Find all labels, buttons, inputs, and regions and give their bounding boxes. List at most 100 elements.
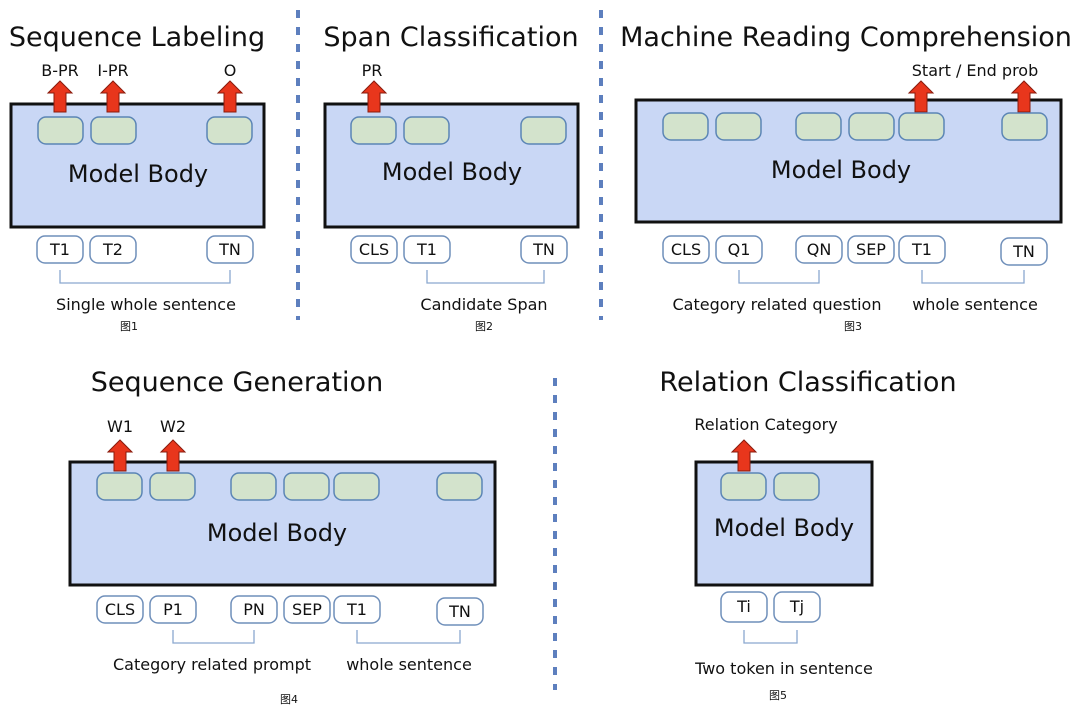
hidden-state-slot — [350, 116, 397, 145]
output-label: W1 — [107, 417, 133, 436]
panel-relation-classification: Relation Classification Relation Categor… — [659, 367, 956, 702]
input-token-label: CLS — [359, 240, 389, 259]
model-body-label: Model Body — [382, 158, 522, 186]
up-arrow-icon — [360, 80, 388, 113]
input-token-label: T2 — [102, 240, 123, 259]
hidden-state-slot — [206, 116, 253, 145]
up-arrow-icon — [46, 80, 74, 113]
panel-title: Sequence Generation — [91, 367, 383, 398]
sentence-bracket — [921, 270, 1025, 284]
panel-title: Machine Reading Comprehension — [620, 22, 1072, 53]
prompt-bracket — [172, 630, 255, 644]
hidden-state-slot — [230, 472, 277, 501]
panel-title: Span Classification — [323, 22, 578, 53]
hidden-state-slot — [720, 472, 767, 501]
hidden-state-slot — [662, 112, 709, 141]
input-token — [715, 235, 763, 264]
hidden-state-slot — [773, 472, 820, 501]
input-token — [795, 235, 843, 264]
input-token-label: TN — [448, 602, 471, 621]
token-pair-bracket — [743, 630, 798, 644]
figure-caption: 图3 — [844, 320, 862, 333]
input-token-label: Ti — [736, 597, 751, 616]
model-body-label: Model Body — [771, 156, 911, 184]
up-arrow-icon — [1010, 80, 1038, 113]
output-label: O — [224, 61, 237, 80]
input-token — [333, 595, 381, 624]
hidden-state-slot — [898, 112, 945, 141]
input-token-label: Q1 — [728, 240, 751, 259]
input-token — [283, 595, 331, 624]
input-token-label: CLS — [105, 600, 135, 619]
input-token — [230, 595, 278, 624]
input-token-label: CLS — [671, 240, 701, 259]
panel-title: Sequence Labeling — [9, 22, 265, 53]
input-token-label: SEP — [856, 240, 886, 259]
input-caption: Single whole sentence — [56, 295, 236, 314]
input-token — [403, 235, 451, 264]
input-token — [662, 235, 710, 264]
panel-sequence-labeling: Sequence Labeling B-PR I-PR O Model Body… — [9, 22, 266, 333]
sentence-caption: whole sentence — [346, 655, 472, 674]
hidden-state-slot — [795, 112, 842, 141]
hidden-state-slot — [403, 116, 450, 145]
input-token-label: Tj — [789, 597, 804, 616]
input-caption: Candidate Span — [420, 295, 547, 314]
figure-caption: 图4 — [280, 693, 298, 706]
output-label: I-PR — [97, 61, 128, 80]
input-token — [1000, 237, 1048, 266]
input-token — [847, 235, 895, 264]
input-token-label: QN — [807, 240, 832, 259]
up-arrow-icon — [159, 439, 187, 472]
input-token-label: SEP — [292, 600, 322, 619]
span-bracket — [59, 270, 231, 284]
question-bracket — [738, 270, 820, 284]
panel-sequence-generation: Sequence Generation W1 W2 Model Body CLS… — [68, 367, 497, 706]
input-token — [350, 235, 398, 264]
input-token — [773, 591, 821, 623]
input-token-label: TN — [218, 240, 241, 259]
input-token — [36, 235, 84, 264]
input-token-label: P1 — [163, 600, 183, 619]
figure-caption: 图1 — [120, 320, 138, 333]
input-token — [720, 591, 768, 623]
output-label: Start / End prob — [912, 61, 1038, 80]
output-label: W2 — [160, 417, 186, 436]
model-body-label: Model Body — [714, 514, 854, 542]
hidden-state-slot — [90, 116, 137, 145]
input-token-label: T1 — [49, 240, 70, 259]
hidden-state-slot — [96, 472, 143, 501]
question-caption: Category related question — [673, 295, 882, 314]
input-token-label: T1 — [416, 240, 437, 259]
model-body-label: Model Body — [68, 160, 208, 188]
figure-caption: 图5 — [769, 689, 787, 702]
input-token — [520, 235, 568, 264]
up-arrow-icon — [907, 80, 935, 113]
output-label: Relation Category — [694, 415, 837, 434]
up-arrow-icon — [216, 80, 244, 113]
hidden-state-slot — [715, 112, 762, 141]
up-arrow-icon — [106, 439, 134, 472]
output-label: B-PR — [41, 61, 79, 80]
input-token — [436, 597, 484, 626]
input-token-label: PN — [243, 600, 265, 619]
span-bracket — [426, 270, 545, 284]
input-token-label: TN — [1012, 242, 1035, 261]
panel-title: Relation Classification — [659, 367, 956, 398]
model-body-label: Model Body — [207, 519, 347, 547]
input-token-label: T1 — [911, 240, 932, 259]
sentence-caption: whole sentence — [912, 295, 1038, 314]
input-token — [149, 595, 197, 624]
figure-caption: 图2 — [475, 320, 493, 333]
hidden-state-slot — [333, 472, 380, 501]
dividers — [296, 10, 603, 690]
input-token-label: TN — [532, 240, 555, 259]
up-arrow-icon — [99, 80, 127, 113]
hidden-state-slot — [520, 116, 567, 145]
up-arrow-icon — [730, 439, 758, 472]
input-token — [206, 235, 254, 264]
input-token — [96, 595, 144, 624]
prompt-caption: Category related prompt — [113, 655, 311, 674]
